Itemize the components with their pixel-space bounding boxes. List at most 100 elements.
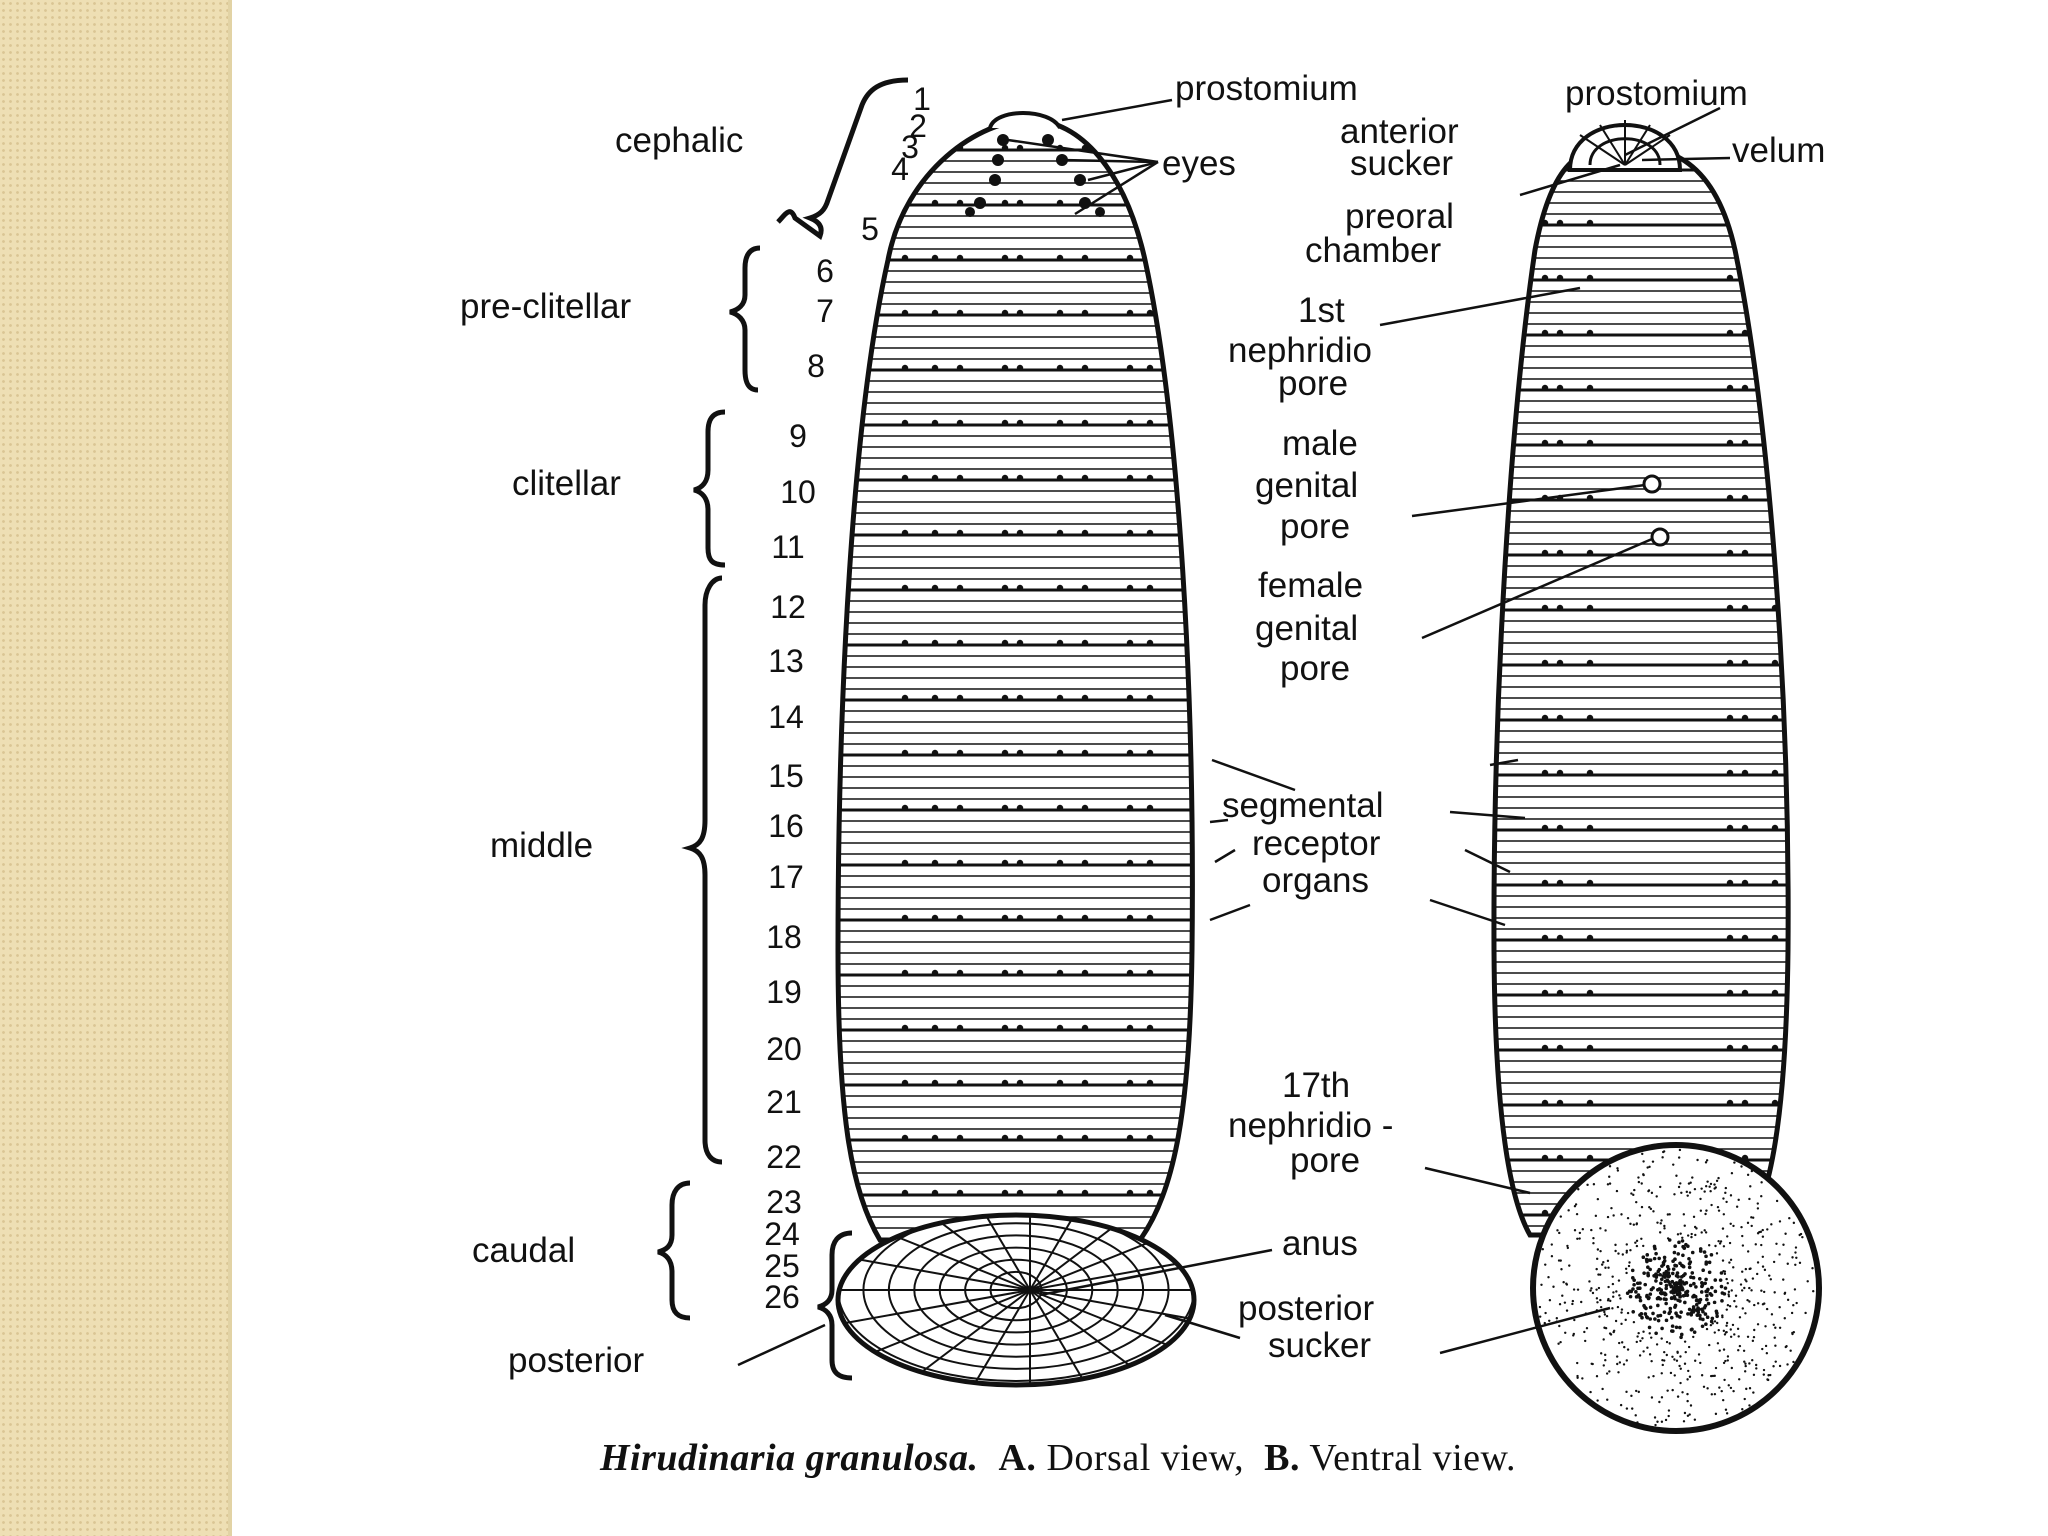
sucker-speckle [1634,1290,1638,1294]
receptor-dot [1541,604,1549,612]
label-ventral-prostomium: prostomium [1565,74,1748,113]
sucker-speckle [1642,1160,1645,1163]
sucker-speckle [1651,1311,1655,1316]
sucker-speckle [1766,1378,1769,1381]
label-male-1: male [1282,424,1358,463]
sucker-speckle [1671,1267,1676,1271]
sucker-speckle [1544,1263,1547,1266]
sucker-speckle [1595,1297,1599,1300]
sucker-speckle [1710,1203,1713,1207]
sucker-speckle [1647,1189,1650,1193]
receptor-dot [1056,419,1064,427]
sucker-speckle [1728,1305,1732,1308]
sucker-speckle [1714,1309,1719,1314]
label-female-2: genital [1255,609,1358,648]
label-preoral-2: chamber [1305,231,1442,270]
receptor-dot [1016,419,1024,427]
receptor-dot [1001,694,1009,702]
receptor-dot [1146,1134,1154,1142]
sucker-speckle [1609,1299,1612,1303]
sucker-speckle [1647,1376,1650,1379]
segment-number-15: 15 [768,758,804,794]
sucker-speckle [1744,1362,1747,1365]
sucker-speckle [1658,1272,1662,1277]
receptor-dot [901,914,909,922]
receptor-dot [1001,309,1009,317]
sucker-speckle [1683,1340,1687,1343]
sucker-speckle [1782,1278,1785,1281]
receptor-dot [1541,1099,1549,1107]
sucker-speckle [1583,1339,1587,1343]
receptor-dot [931,859,939,867]
sucker-speckle [1801,1235,1804,1239]
receptor-dot [956,749,964,757]
sucker-speckle [1677,1185,1681,1189]
sucker-ray [1029,1289,1194,1325]
sucker-speckle [1559,1259,1562,1262]
sucker-speckle [1639,1312,1644,1316]
sucker-speckle [1631,1309,1636,1314]
sucker-speckle [1663,1224,1666,1228]
segment-number-2: 2 [909,108,927,144]
receptor-dot [1056,309,1064,317]
sucker-speckle [1605,1314,1609,1318]
sucker-speckle [1662,1259,1667,1263]
sucker-speckle [1683,1362,1687,1365]
sucker-speckle [1679,1381,1682,1385]
sucker-speckle [1750,1224,1753,1228]
sucker-speckle [1673,1303,1678,1308]
receptor-dot [956,364,964,372]
sucker-speckle [1599,1305,1603,1309]
receptor-dot [1741,549,1749,557]
sucker-speckle [1773,1336,1776,1339]
sucker-speckle [1655,1296,1660,1301]
sucker-speckle [1626,1311,1630,1315]
receptor-dot [1126,144,1134,152]
sucker-speckle [1693,1187,1697,1191]
sucker-speckle [1645,1259,1649,1264]
sucker-speckle [1685,1190,1689,1194]
receptor-dot [1586,384,1594,392]
sucker-speckle [1697,1276,1702,1281]
sucker-speckle [1615,1290,1618,1293]
receptor-dot [1081,694,1089,702]
sucker-speckle [1595,1288,1598,1291]
sucker-speckle [1778,1326,1782,1329]
receptor-dot [1741,604,1749,612]
receptor-dot [1771,1099,1779,1107]
sucker-speckle [1647,1325,1652,1330]
sucker-speckle [1656,1420,1659,1423]
sucker-speckle [1618,1294,1621,1297]
receptor-dot [1126,584,1134,592]
sucker-speckle [1620,1341,1624,1344]
sucker-speckle [1610,1206,1613,1210]
sucker-speckle [1718,1349,1721,1352]
sucker-speckle [1721,1227,1725,1230]
sucker-speckle [1576,1237,1579,1240]
sucker-speckle [1597,1273,1600,1276]
receptor-dot [1541,1044,1549,1052]
sucker-speckle [1620,1308,1624,1311]
sucker-speckle [1741,1234,1744,1238]
receptor-dot [1146,254,1154,262]
sucker-speckle [1722,1197,1725,1200]
sucker-speckle [1764,1344,1768,1348]
sucker-speckle [1658,1400,1661,1404]
segment-number-17: 17 [768,859,804,895]
label-preoral-1: preoral [1345,197,1454,236]
sucker-speckle [1738,1344,1742,1348]
sucker-speckle [1726,1235,1729,1238]
sucker-speckle [1728,1261,1731,1264]
receptor-dot [901,529,909,537]
receptor-dot [1556,604,1564,612]
sucker-speckle [1606,1259,1610,1263]
sucker-speckle [1740,1165,1743,1168]
sucker-speckle [1615,1189,1619,1193]
sucker-speckle [1789,1349,1792,1352]
sucker-speckle [1722,1329,1726,1333]
sucker-speckle [1702,1385,1706,1388]
sucker-speckle [1543,1321,1546,1325]
sucker-speckle [1762,1373,1765,1376]
sucker-speckle [1792,1330,1796,1334]
sucker-speckle [1683,1224,1686,1227]
